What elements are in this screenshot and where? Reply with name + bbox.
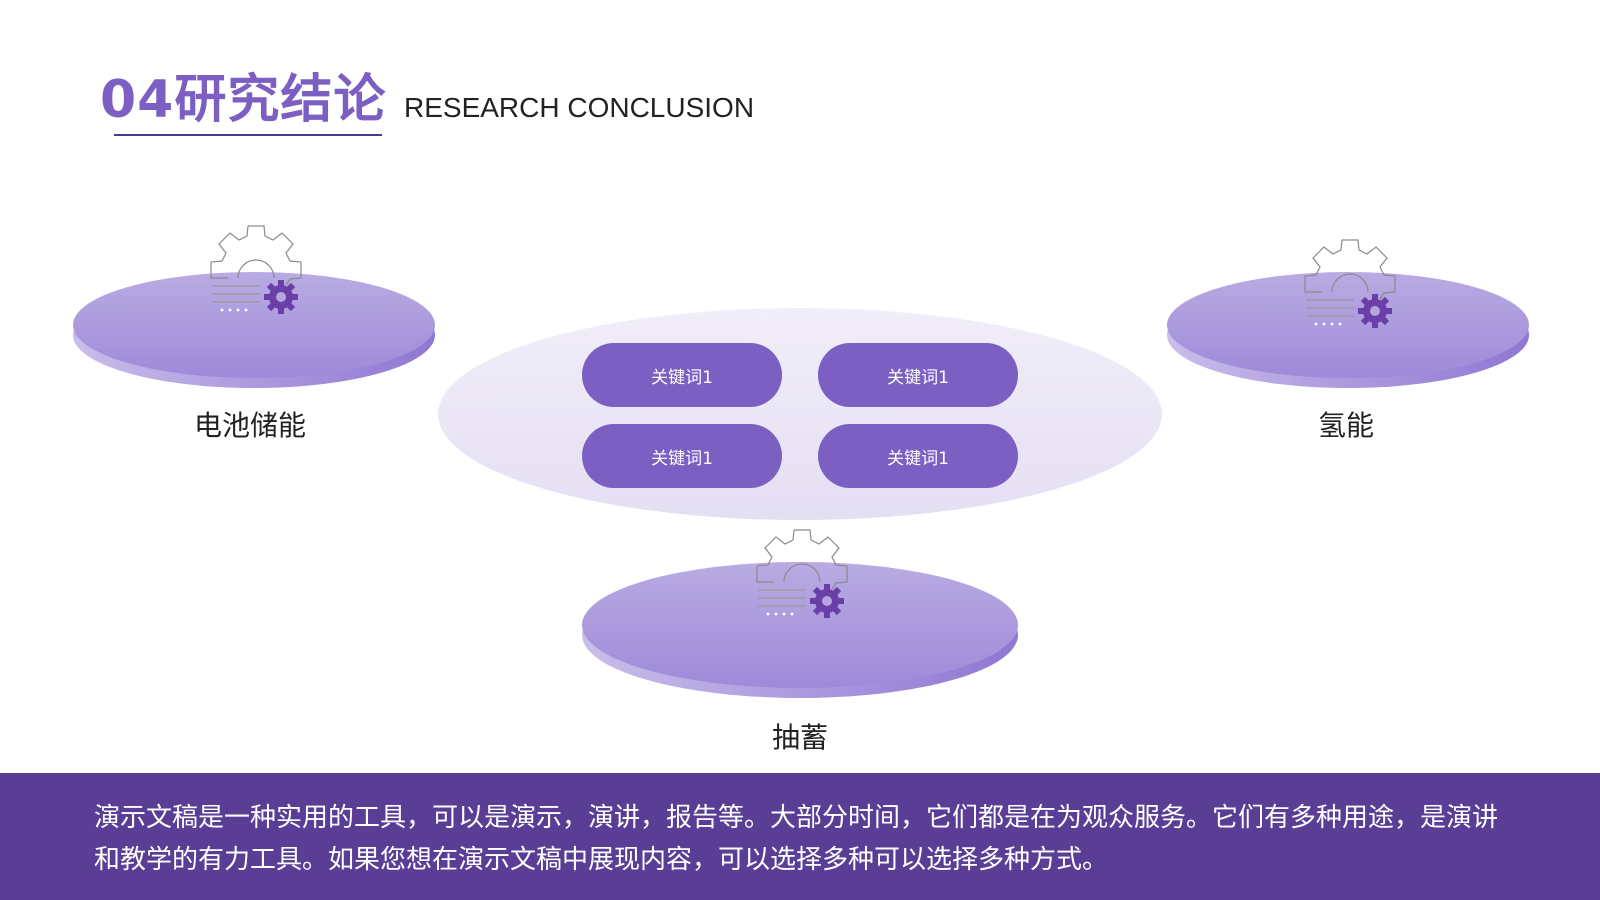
keyword-pill-3[interactable]: 关键词1: [582, 424, 782, 488]
gear-icon: [210, 225, 302, 314]
node-label-bottom: 抽蓄: [772, 721, 829, 754]
gear-icon: [1304, 239, 1396, 328]
disc-bottom: [582, 562, 1018, 698]
disc-bottom-top: [582, 562, 1018, 688]
gear-icon: [756, 529, 848, 618]
keyword-pill-1[interactable]: 关键词1: [582, 343, 782, 407]
center-ellipse: [438, 308, 1162, 520]
footer-description: 演示文稿是一种实用的工具，可以是演示，演讲，报告等。大部分时间，它们都是在为观众…: [94, 803, 1499, 875]
disc-left-top: [73, 272, 435, 378]
page-title: 04研究结论: [100, 70, 387, 130]
keyword-pill-2[interactable]: 关键词1: [818, 343, 1018, 407]
footer-band: 演示文稿是一种实用的工具，可以是演示，演讲，报告等。大部分时间，它们都是在为观众…: [0, 773, 1600, 900]
title-underline: [114, 134, 382, 136]
node-label-right: 氢能: [1318, 409, 1375, 442]
disc-left: [73, 272, 435, 388]
title-block: 04研究结论: [100, 68, 387, 136]
disc-right-top: [1167, 272, 1529, 378]
node-label-left: 电池储能: [194, 409, 307, 442]
page-subtitle: RESEARCH CONCLUSION: [404, 92, 755, 123]
keyword-pill-4[interactable]: 关键词1: [818, 424, 1018, 488]
